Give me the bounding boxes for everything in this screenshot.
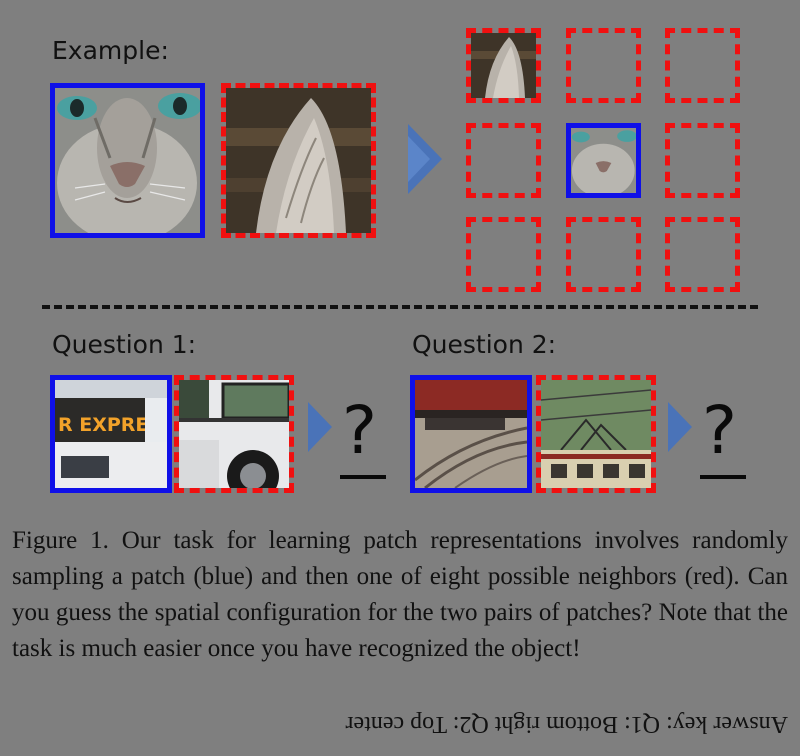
- question2-mark: ?: [702, 392, 738, 469]
- bus-front-image: R EXPRESS: [55, 380, 167, 488]
- figure-caption: Figure 1. Our task for learning patch re…: [12, 527, 788, 662]
- question2-center-patch: [410, 375, 532, 493]
- cat-ear-image: [471, 33, 536, 98]
- train-tracks-image: [415, 380, 527, 488]
- grid-patch-top-left: [466, 28, 541, 103]
- grid-patch-center: [566, 123, 641, 198]
- grid-patch-middle-left: [466, 123, 541, 198]
- question1-mark: ?: [342, 392, 378, 469]
- section-divider: [42, 305, 758, 309]
- question2-label: Question 2:: [412, 330, 557, 359]
- grid-patch-middle-right: [665, 123, 740, 198]
- example-center-patch: [50, 83, 205, 238]
- arrow-right-icon: [668, 402, 692, 452]
- example-neighbor-patch: [221, 83, 376, 238]
- arrow-right-icon: [308, 402, 332, 452]
- question1-center-patch: R EXPRESS: [50, 375, 172, 493]
- bus-side-image: [179, 380, 289, 488]
- question2-neighbor-patch: [536, 375, 656, 493]
- grid-patch-bottom-center: [566, 217, 641, 292]
- grid-patch-top-right: [665, 28, 740, 103]
- question1-answer-line: [340, 475, 386, 479]
- grid-patch-top-center: [566, 28, 641, 103]
- bus-sign-text: R EXPRESS: [58, 414, 167, 436]
- cat-face-image: [55, 88, 200, 233]
- answer-key: Answer key: Q1: Bottom right Q2: Top cen…: [345, 711, 788, 737]
- question1-neighbor-patch: [174, 375, 294, 493]
- grid-patch-bottom-right: [665, 217, 740, 292]
- train-top-image: [541, 380, 651, 488]
- grid-patch-bottom-left: [466, 217, 541, 292]
- cat-ear-image: [226, 88, 371, 233]
- question1-label: Question 1:: [52, 330, 197, 359]
- cat-face-image: [571, 128, 636, 193]
- question2-answer-line: [700, 475, 746, 479]
- arrow-right-icon: [408, 124, 442, 194]
- example-label: Example:: [52, 36, 169, 65]
